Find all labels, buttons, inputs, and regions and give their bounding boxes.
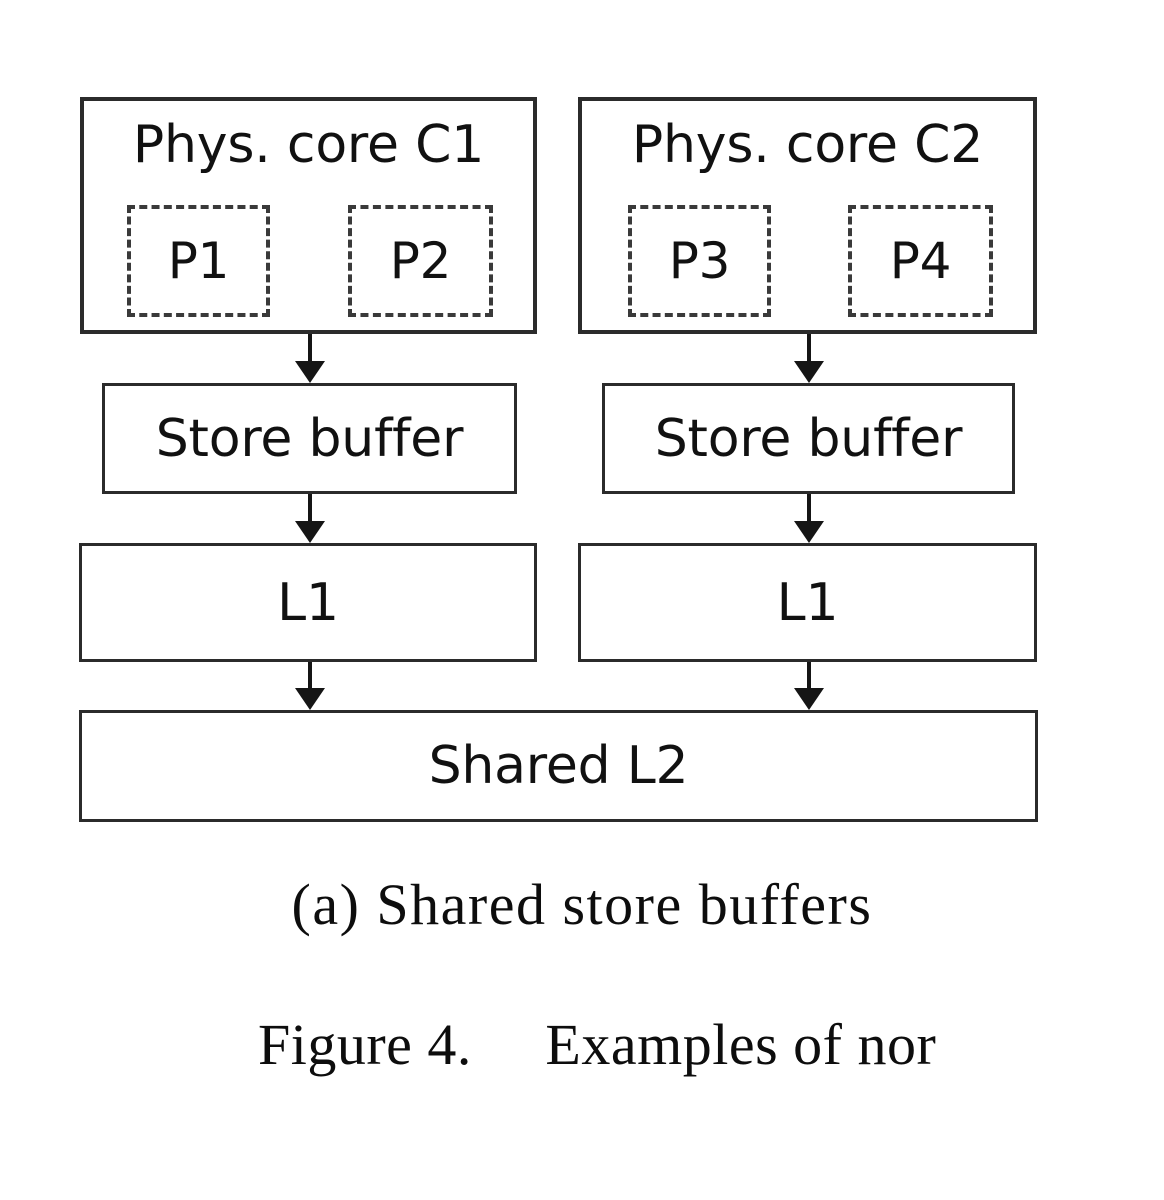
arrow-core-c1-to-store-buffer <box>295 334 325 383</box>
process-p4-label: P4 <box>889 232 952 290</box>
process-p1-label: P1 <box>167 232 230 290</box>
l1-cache-c1-label: L1 <box>277 572 339 633</box>
shared-l2-label: Shared L2 <box>428 736 689 796</box>
store-buffer-c2-box: Store buffer <box>602 383 1015 494</box>
process-p2-label: P2 <box>389 232 452 290</box>
store-buffer-c2-label: Store buffer <box>654 408 963 469</box>
process-p4-box: P4 <box>848 205 993 317</box>
arrow-l1-c2-to-shared-l2 <box>794 662 824 710</box>
arrow-store-buffer-to-l1-c1 <box>295 494 325 543</box>
process-p3-box: P3 <box>628 205 771 317</box>
l1-cache-c1-box: L1 <box>79 543 537 662</box>
l1-cache-c2-label: L1 <box>776 572 839 633</box>
phys-core-c1-title: Phys. core C1 <box>132 115 485 175</box>
store-buffer-c1-box: Store buffer <box>102 383 517 494</box>
shared-l2-box: Shared L2 <box>79 710 1038 822</box>
arrow-l1-c1-to-shared-l2 <box>295 662 325 710</box>
process-p3-label: P3 <box>668 232 731 290</box>
store-buffer-c1-label: Store buffer <box>155 408 464 469</box>
figure-caption: Figure 4. Examples of nor <box>258 1012 937 1077</box>
arrow-store-buffer-to-l1-c2 <box>794 494 824 543</box>
phys-core-c2-title: Phys. core C2 <box>631 115 984 175</box>
subfigure-caption: (a) Shared store buffers <box>291 872 873 937</box>
arrow-core-c2-to-store-buffer <box>794 334 824 383</box>
process-p2-box: P2 <box>348 205 493 317</box>
process-p1-box: P1 <box>127 205 270 317</box>
l1-cache-c2-box: L1 <box>578 543 1037 662</box>
